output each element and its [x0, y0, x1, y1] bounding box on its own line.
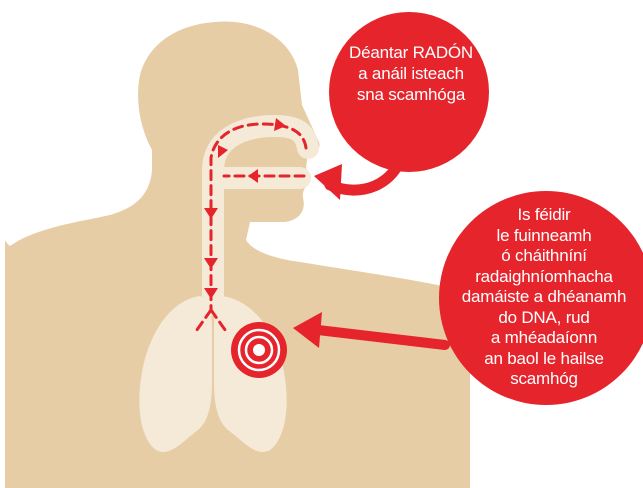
callout-damage-text: Is féidir le fuinneamh ó cháithníní rada…	[448, 205, 640, 390]
radiation-target-icon	[231, 322, 287, 378]
callout-damage-line-4: radaighníomhacha	[448, 267, 640, 288]
callout-damage-line-2: le fuinneamh	[448, 226, 640, 247]
callout-damage-line-1: Is féidir	[448, 205, 640, 226]
callout-damage-line-8: an baol le hailse	[448, 349, 640, 370]
callout-inhale-arrowhead	[314, 164, 342, 200]
callout-inhale-line-1: Déantar RADÓN	[326, 42, 496, 63]
callout-inhale-line-3: sna scamhóga	[326, 84, 496, 105]
callout-damage-line-3: ó cháithníní	[448, 246, 640, 267]
callout-damage-line-6: do DNA, rud	[448, 308, 640, 329]
callout-inhale-line-2: a anáil isteach	[326, 63, 496, 84]
callout-damage-line-9: scamhóg	[448, 369, 640, 390]
callout-damage-line-5: damáiste a dhéanamh	[448, 287, 640, 308]
callout-damage-line-7: a mhéadaíonn	[448, 328, 640, 349]
callout-inhale-text: Déantar RADÓN a anáil isteach sna scamhó…	[326, 42, 496, 105]
